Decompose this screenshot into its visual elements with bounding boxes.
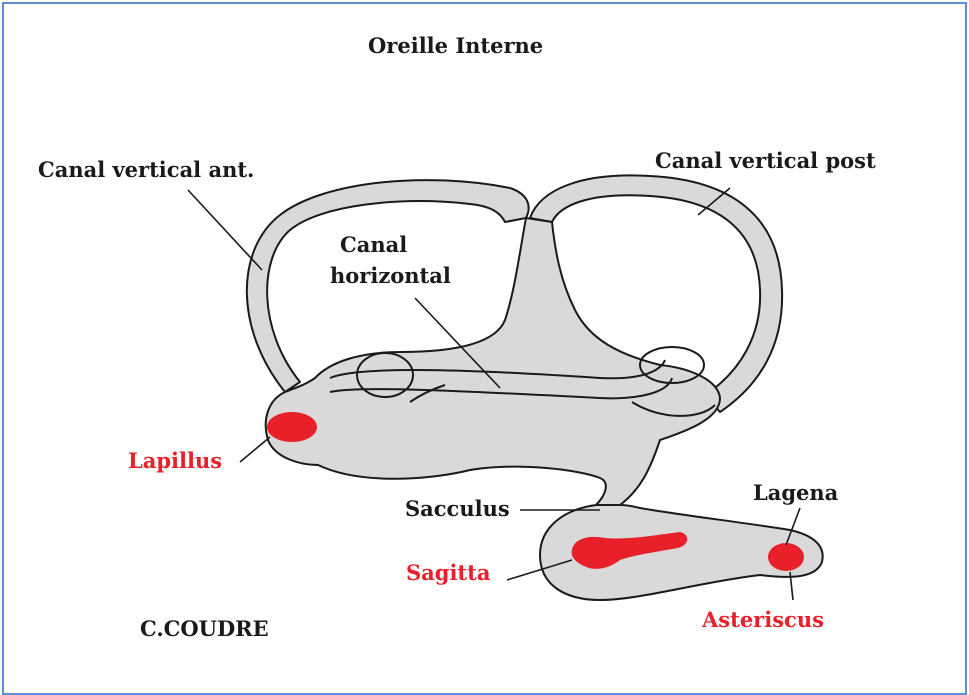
- label-sacculus: Sacculus: [405, 496, 510, 521]
- label-canal-horizontal-1: Canal: [340, 232, 407, 257]
- label-asteriscus: Asteriscus: [701, 607, 824, 632]
- label-sagitta: Sagitta: [406, 560, 491, 585]
- leader-lapillus: [240, 437, 270, 462]
- utricle-body: [266, 218, 720, 505]
- lapillus-otolith: [267, 412, 317, 442]
- diagram-title: Oreille Interne: [368, 33, 543, 58]
- author-credit: C.COUDRE: [140, 616, 269, 641]
- label-lagena: Lagena: [753, 480, 839, 505]
- asteriscus-otolith: [768, 543, 804, 571]
- leader-canal-vertical-ant: [188, 190, 262, 270]
- label-canal-horizontal-2: horizontal: [330, 263, 451, 288]
- label-canal-vertical-post: Canal vertical post: [655, 148, 876, 173]
- label-lapillus: Lapillus: [128, 448, 222, 473]
- label-canal-vertical-ant: Canal vertical ant.: [38, 157, 254, 182]
